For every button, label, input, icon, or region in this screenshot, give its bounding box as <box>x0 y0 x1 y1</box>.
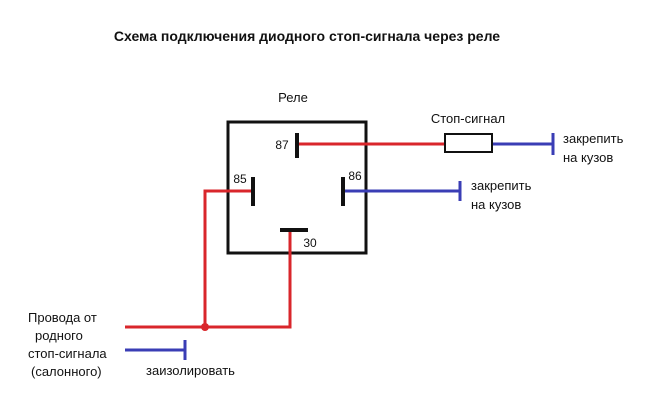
insulate-label: заизолировать <box>146 363 235 378</box>
stop-lamp-box <box>444 133 493 153</box>
pin-85-label: 85 <box>233 172 247 186</box>
wire-30 <box>205 230 292 329</box>
positive-wires <box>125 142 445 331</box>
wire-junction <box>201 323 209 331</box>
relay-label: Реле <box>278 90 308 105</box>
ground-wires <box>125 133 555 360</box>
ground-86-label-line1: закрепить <box>471 178 532 193</box>
source-label-line3: стоп-сигнала <box>28 346 107 361</box>
pin-30-label: 30 <box>303 236 317 250</box>
relay-box <box>226 120 368 255</box>
wire-85 <box>203 189 253 327</box>
source-label-line2: родного <box>35 328 83 343</box>
source-label-line1: Провода от <box>28 310 97 325</box>
stop-lamp-label: Стоп-сигнал <box>431 111 505 126</box>
ground-86-label-line2: на кузов <box>471 197 521 212</box>
pin-86-label: 86 <box>348 169 362 183</box>
source-label-line4: (салонного) <box>31 364 102 379</box>
diagram-title: Схема подключения диодного стоп-сигнала … <box>114 28 500 44</box>
pin-87-label: 87 <box>275 138 289 152</box>
ground-lamp-label-line2: на кузов <box>563 150 613 165</box>
ground-lamp-label-line1: закрепить <box>563 131 624 146</box>
